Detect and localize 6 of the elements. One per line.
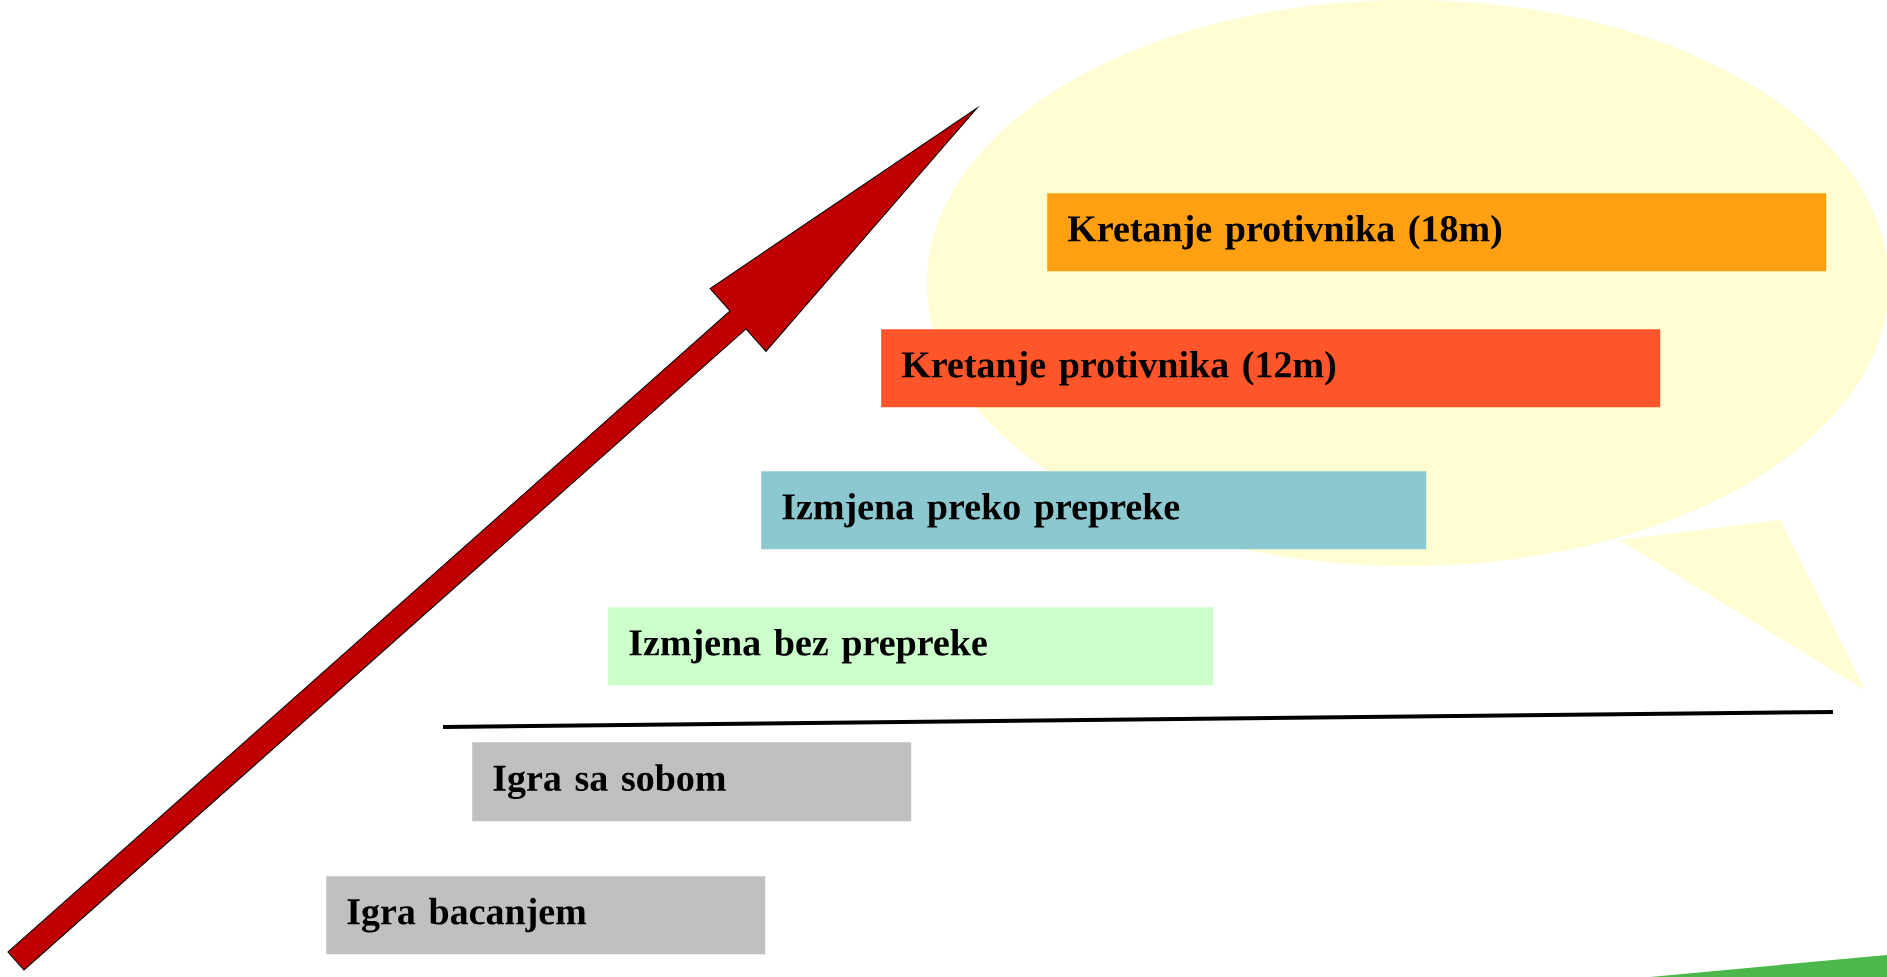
step-box: Igra bacanjem <box>326 876 766 955</box>
step-box: Izmjena preko prepreke <box>761 471 1427 550</box>
step-box: Kretanje protivnika (12m) <box>881 329 1661 408</box>
step-box: Kretanje protivnika (18m) <box>1047 193 1827 272</box>
step-box: Igra sa sobom <box>472 742 912 822</box>
step-box: Izmjena bez prepreke <box>608 607 1214 686</box>
